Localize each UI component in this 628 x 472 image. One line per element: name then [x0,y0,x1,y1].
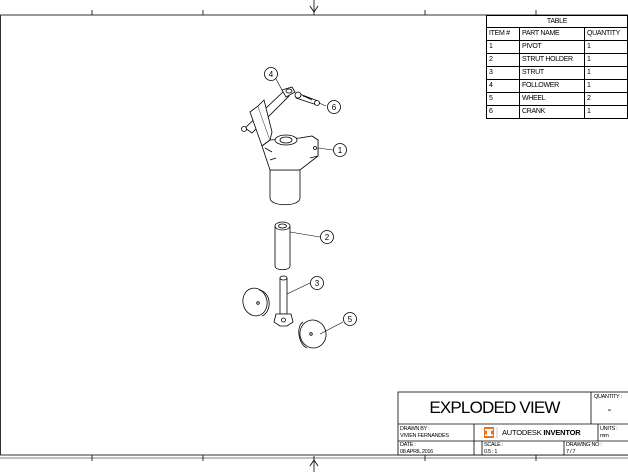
svg-text:5: 5 [348,315,353,324]
drawing-no-value: 7 / 7 [566,449,576,455]
table-row: 6 CRANK 1 [486,105,628,119]
header-quantity: QUANTITY [584,27,628,41]
scale-label: SCALE : [484,442,503,448]
scale-value: 0.5 : 1 [484,449,498,455]
drawing-title: EXPLODED VIEW [429,398,560,417]
svg-text:6: 6 [332,103,337,112]
centering-mark-top [309,0,319,15]
title-block [397,391,628,456]
table-row: 4 FOLLOWER 1 [486,79,628,93]
sheet-border [0,14,628,456]
cell-item: 5 [486,92,520,106]
cell-item: 3 [486,66,520,80]
table-row: 1 PIVOT 1 [486,40,628,54]
drawn-by-value: VIVIEN FERNANDES [400,433,449,439]
callout-balloon-5: 5 [343,312,357,326]
part-strut [273,275,294,327]
units-value: mm [600,433,609,439]
cell-quantity: 2 [584,92,628,106]
callout-balloon-1: 1 [333,143,347,157]
cell-quantity: 1 [584,40,628,54]
date-label: DATE : [400,442,416,448]
callout-balloon-2: 2 [320,230,334,244]
header-part-name: PART NAME [519,27,585,41]
cell-item: 1 [486,40,520,54]
centering-mark-bottom [309,456,319,472]
callout-balloon-4: 4 [264,67,278,81]
cell-part-name: CRANK [519,105,585,119]
cell-part-name: STRUT HOLDER [519,53,585,67]
logo-inventor: INVENTOR [543,428,581,437]
cell-quantity: 1 [584,66,628,80]
cell-quantity: 1 [584,79,628,93]
units-label: UNITS : [600,426,618,432]
table-row: 2 STRUT HOLDER 1 [486,53,628,67]
cell-quantity: 1 [584,53,628,67]
svg-text:3: 3 [315,279,320,288]
part-wheels [242,287,327,349]
logo-text: AUTODESK INVENTOR [502,428,581,437]
cell-item: 2 [486,53,520,67]
cell-item: 4 [486,79,520,93]
date-value: 08 APRIL 2016 [400,449,433,455]
cell-quantity: 1 [584,105,628,119]
svg-text:2: 2 [325,233,330,242]
parts-table-header: ITEM # PART NAME QUANTITY [486,27,628,41]
header-item: ITEM # [486,27,520,41]
cell-part-name: WHEEL [519,92,585,106]
cell-item: 6 [486,105,520,119]
table-row: 5 WHEEL 2 [486,92,628,106]
parts-list-table: TABLE ITEM # PART NAME QUANTITY 1 PIVOT … [486,15,628,119]
quantity-value: - [607,404,612,416]
autodesk-logo-icon [484,427,498,438]
table-row: 3 STRUT 1 [486,66,628,80]
parts-table-title: TABLE [486,15,628,28]
svg-text:4: 4 [269,70,274,79]
zone-ticks [0,10,628,461]
drawing-no-label: DRAWING NO : [566,442,602,448]
drawn-by-label: DRAWN BY : [400,426,430,432]
cell-part-name: FOLLOWER [519,79,585,93]
leader-lines [275,78,344,335]
part-strut-holder [274,221,291,271]
part-pivot [249,99,319,206]
callout-balloon-6: 6 [327,100,341,114]
callout-balloon-3: 3 [310,276,324,290]
quantity-label: QUANTITY : [594,394,622,400]
svg-text:1: 1 [338,146,343,155]
cell-part-name: PIVOT [519,40,585,54]
logo-autodesk: AUTODESK [502,428,542,437]
cell-part-name: STRUT [519,66,585,80]
